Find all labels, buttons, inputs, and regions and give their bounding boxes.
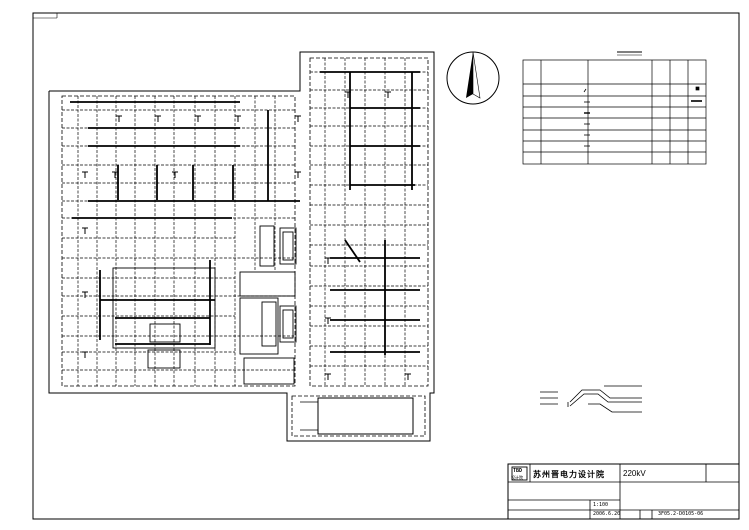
sheet-border (32, 12, 740, 520)
transformer-1 (279, 227, 297, 265)
date-label: 2006.6.20 (593, 511, 621, 517)
transformer-2 (279, 305, 297, 343)
grid-vertical-left (77, 96, 276, 386)
ground-loop-right (309, 57, 429, 387)
scale-label: 1:100 (593, 502, 609, 508)
logo-text: TBD (513, 468, 523, 474)
equipment-bus-left (70, 101, 300, 345)
detail-sketch (540, 385, 642, 413)
equipment-boxes-left (112, 267, 296, 385)
ground-loop-left (61, 95, 296, 387)
company-name: 苏州晋电力设计院 (533, 470, 605, 479)
title-block-frame (507, 463, 740, 520)
material-table (522, 51, 707, 165)
company-logo (511, 466, 528, 481)
ground-loop-annex (291, 395, 426, 437)
ground-rod-markers (82, 91, 411, 380)
transformer-symbols (259, 225, 297, 347)
site-outline (48, 51, 435, 442)
logo-subtext: 设计院 (511, 475, 523, 480)
grid-vertical-right (324, 58, 406, 386)
north-arrow-icon (446, 51, 500, 105)
drawing-number: 3F05.2-D0105-06 (658, 511, 704, 517)
annex-building (317, 397, 414, 435)
project-voltage: 220kV (623, 469, 646, 478)
site-plan (48, 51, 435, 442)
